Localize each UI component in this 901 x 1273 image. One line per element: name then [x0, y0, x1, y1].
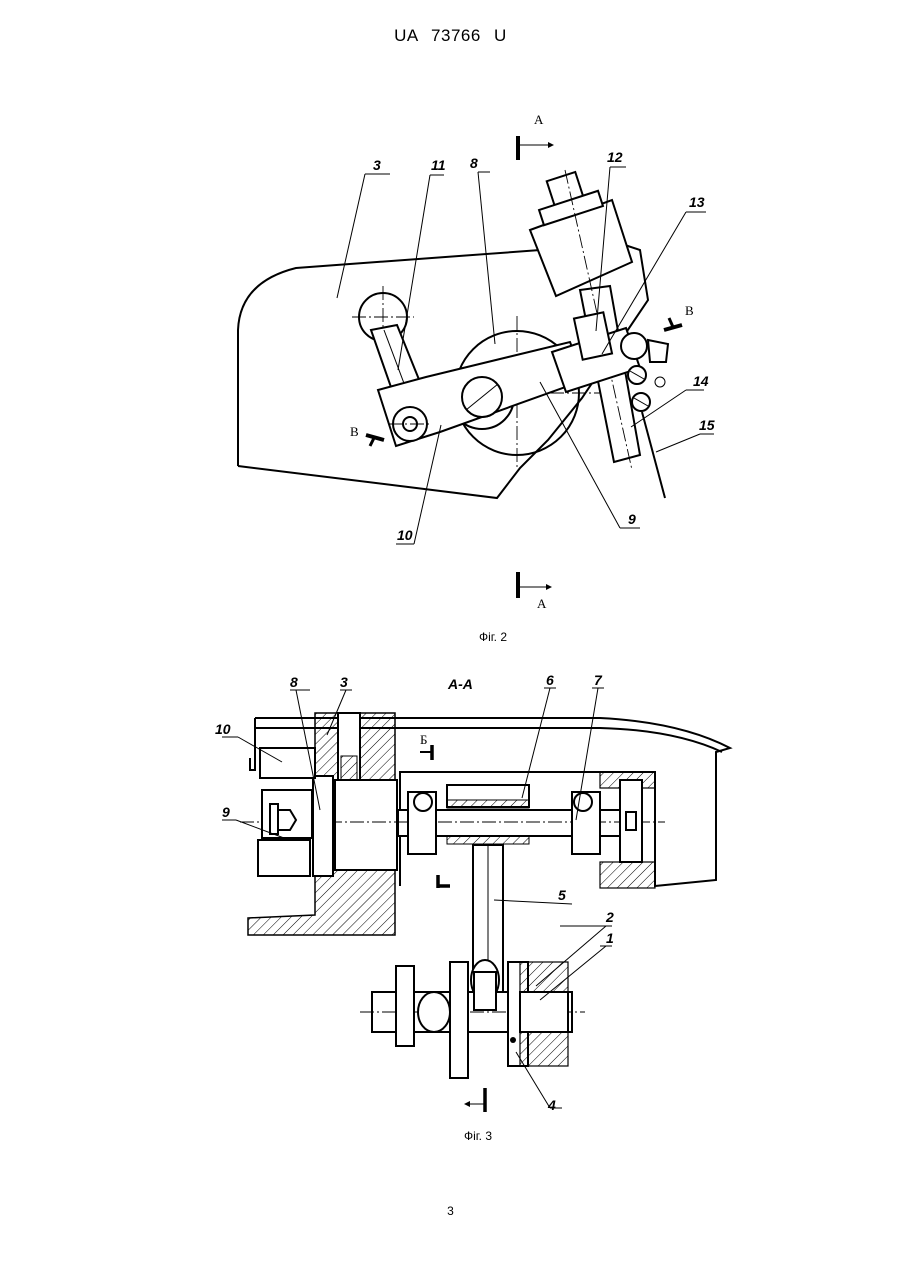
part-label-9: 9 [628, 511, 636, 527]
part-label-6: 6 [546, 672, 554, 688]
figure-3-caption: Фіг. 3 [418, 1129, 538, 1143]
section-title-a-a: A-A [447, 676, 473, 692]
part-label-2: 2 [605, 909, 614, 925]
figure-2-caption: Фіг. 2 [433, 630, 553, 644]
part-label-3: 3 [373, 157, 381, 173]
part-label-8: 8 [470, 155, 478, 171]
lever-10 [260, 748, 315, 778]
section-mark-b-left: B [350, 424, 359, 439]
section-mark-a-top: A [534, 112, 544, 127]
part-label-3: 3 [340, 674, 348, 690]
part-label-4: 4 [547, 1097, 556, 1113]
part-label-15: 15 [699, 417, 715, 433]
part-label-10: 10 [215, 721, 231, 737]
section-mark-b-right: B [685, 303, 694, 318]
needle-15 [642, 412, 665, 498]
figure-3-drawing: A-A Б 8 3 6 7 10 9 5 2 1 4 [215, 672, 730, 1113]
part-label-8: 8 [290, 674, 298, 690]
part-label-7: 7 [594, 672, 603, 688]
part-label-11: 11 [431, 157, 446, 173]
part-label-10: 10 [397, 527, 413, 543]
part-label-5: 5 [558, 887, 566, 903]
figure-2-drawing: A A B B 3 11 8 12 13 14 15 9 10 [238, 112, 715, 611]
page-number: 3 [0, 1204, 901, 1218]
part-label-1: 1 [606, 930, 614, 946]
part-label-9: 9 [222, 804, 230, 820]
part-label-13: 13 [689, 194, 705, 210]
section-mark-be: Б [420, 732, 427, 747]
housing-base [248, 870, 395, 935]
part-label-12: 12 [607, 149, 623, 165]
part-label-14: 14 [693, 373, 709, 389]
section-mark-a-bottom: A [537, 596, 547, 611]
pivot-13 [621, 333, 647, 359]
